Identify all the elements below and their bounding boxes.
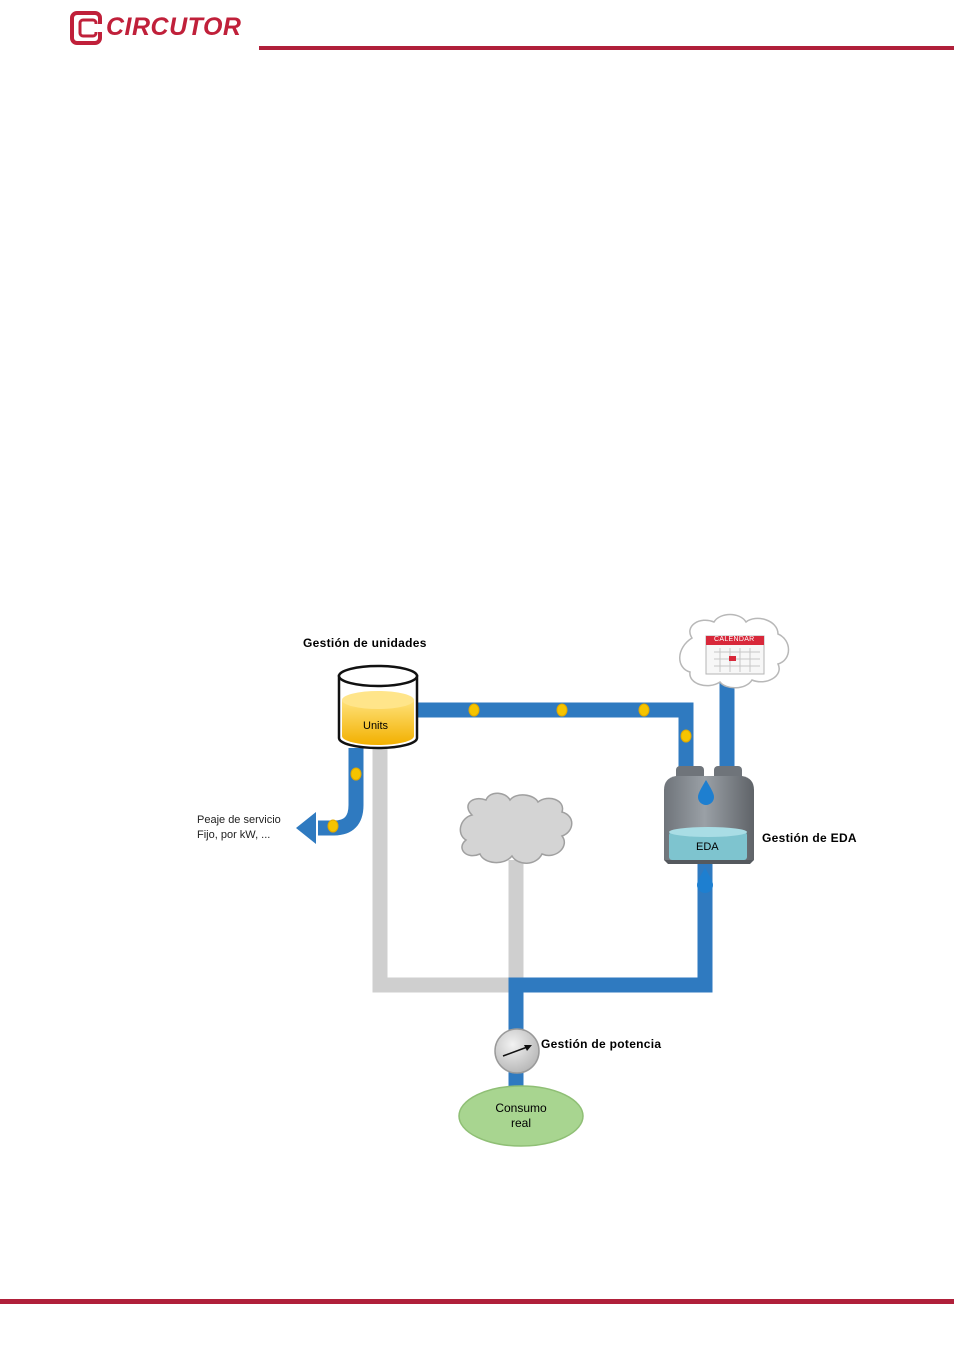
consumo-line-1: Consumo [495, 1101, 547, 1115]
service-toll-label: Peaje de servicio Fijo, por kW, ... [197, 813, 281, 843]
water-drop-icon [698, 780, 714, 805]
consumo-real-label: Consumo real [481, 1101, 561, 1131]
calendar-icon [705, 635, 765, 675]
calendar-cloud [679, 613, 790, 689]
grey-pipes [372, 740, 524, 993]
peaje-line-2: Fijo, por kW, ... [197, 829, 271, 841]
eda-tank-icon [664, 766, 754, 864]
eda-management-label: Gestión de EDA [762, 831, 857, 845]
arrow-left-icon [296, 812, 316, 844]
brand-name: CIRCUTOR [106, 13, 242, 41]
circutor-logo-icon [70, 11, 104, 45]
header-rule [259, 46, 954, 50]
gauge-icon [494, 1028, 540, 1074]
units-tank-icon [337, 664, 419, 750]
consumo-line-2: real [510, 1116, 531, 1130]
units-tank-label: Units [363, 720, 389, 732]
footer-rule [0, 1299, 954, 1304]
eda-tank-label: EDA [696, 841, 719, 853]
water-drop-icon [697, 868, 713, 893]
units-management-label: Gestión de unidades [303, 636, 427, 650]
power-management-label: Gestión de potencia [541, 1037, 662, 1051]
flow-tokens [327, 703, 692, 833]
calendar-label: CALENDAR [714, 636, 755, 643]
peaje-line-1: Peaje de servicio [197, 814, 281, 826]
consumo-real-node [458, 1085, 584, 1147]
cloud-icon [459, 792, 573, 864]
